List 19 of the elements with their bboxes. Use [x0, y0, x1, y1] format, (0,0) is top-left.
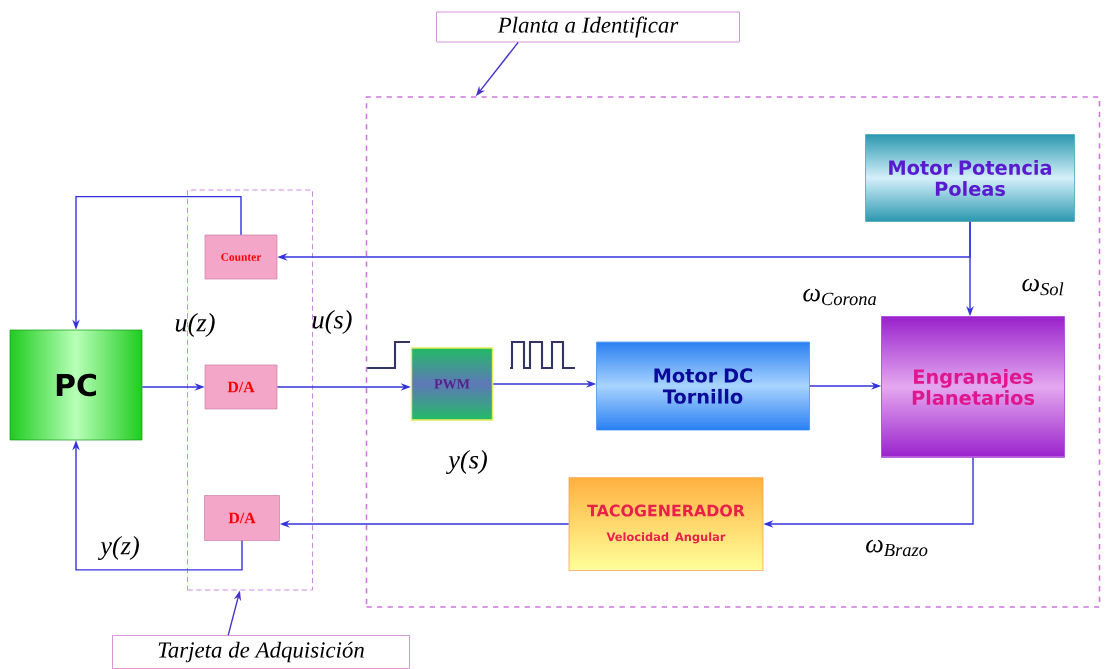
- signal-label: ω$_{Sol}$: [1022, 278, 1064, 296]
- signal-label: u(s): [312, 310, 352, 334]
- signal-label: y(s): [446, 450, 487, 474]
- signal-label: u(z): [175, 313, 215, 337]
- process-box: D/A: [204, 495, 280, 541]
- process-box: Counter: [204, 234, 278, 280]
- process-box: D/A: [204, 364, 278, 410]
- title-box: Planta a Identificar: [436, 11, 740, 43]
- dashed-region: [365, 96, 1101, 608]
- signal-label: ω$_{Brazo}$: [866, 539, 928, 557]
- signal-label: y(z): [98, 536, 139, 560]
- process-box: PC: [9, 329, 143, 441]
- signal-label: ω$_{Corona}$: [803, 288, 876, 306]
- process-box: Engranajes Planetarios: [881, 316, 1065, 458]
- process-box: Motor DC Tornillo: [596, 341, 810, 431]
- process-box: PWM: [410, 347, 494, 421]
- title-box: Tarjeta de Adquisición: [112, 635, 410, 669]
- process-box: TACOGENERADOR Velocidad Angular: [568, 477, 764, 571]
- process-box: Motor Potencia Poleas: [865, 134, 1075, 222]
